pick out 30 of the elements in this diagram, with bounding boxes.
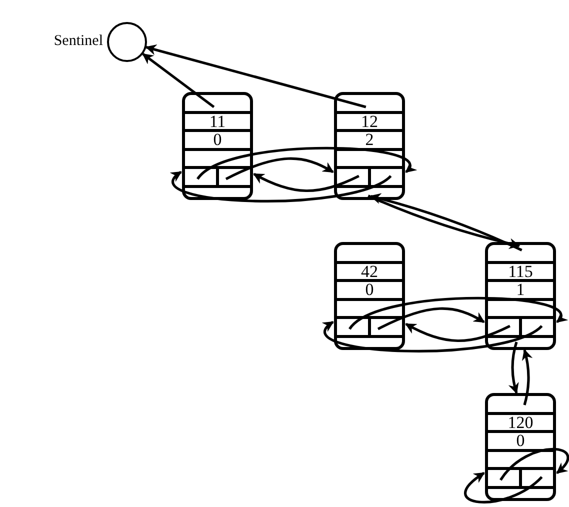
degree-value: 2 bbox=[364, 131, 375, 148]
pointer-arrow bbox=[322, 321, 543, 352]
key-value: 42 bbox=[360, 263, 379, 280]
record-box bbox=[485, 242, 556, 350]
pointer-arrow bbox=[145, 44, 366, 108]
pointer-arrow bbox=[508, 342, 520, 394]
pointer-arrow bbox=[348, 296, 567, 330]
degree-value: 0 bbox=[364, 281, 375, 298]
record-box bbox=[182, 92, 253, 200]
degree-value: 0 bbox=[212, 131, 223, 148]
pointer-arrow bbox=[464, 472, 543, 504]
pointer-arrow bbox=[405, 322, 510, 342]
pointer-arrow bbox=[196, 146, 416, 180]
key-value: 120 bbox=[506, 414, 534, 431]
key-value: 115 bbox=[507, 263, 534, 280]
pointer-arrow bbox=[522, 348, 532, 406]
pointer-arrow bbox=[500, 448, 569, 481]
record-box bbox=[334, 92, 405, 200]
degree-value: 0 bbox=[515, 432, 526, 449]
pointer-arrow bbox=[377, 307, 485, 330]
record-box bbox=[334, 242, 405, 350]
record-box bbox=[485, 393, 556, 501]
degree-value: 1 bbox=[515, 281, 526, 298]
pointer-arrow bbox=[142, 52, 215, 108]
node-caption: Sentinel bbox=[54, 34, 103, 49]
key-value: 12 bbox=[360, 113, 379, 130]
key-value: 11 bbox=[208, 113, 227, 130]
pointer-arrow bbox=[253, 172, 360, 192]
pointer-arrow bbox=[225, 157, 334, 180]
pointer-arrow bbox=[170, 171, 392, 202]
